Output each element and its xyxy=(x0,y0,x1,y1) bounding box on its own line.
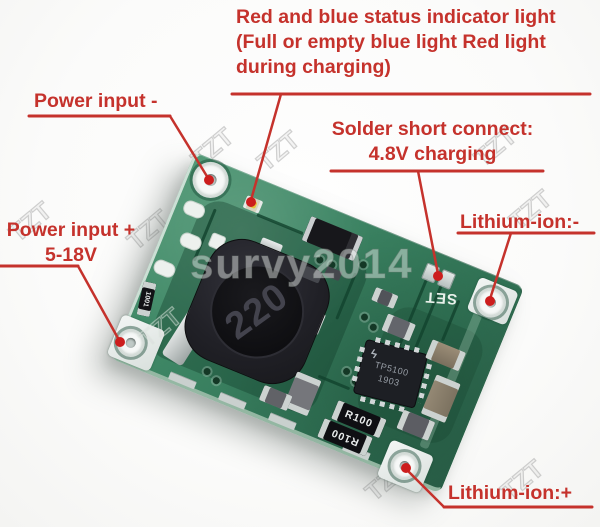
power-input-plus-note-line1: Power input + xyxy=(6,219,136,241)
capacitor xyxy=(371,286,399,309)
indicator-light-note-line2: (Full or empty blue light Red light xyxy=(236,31,546,53)
via xyxy=(368,322,378,332)
edge-solder-tab xyxy=(167,371,197,390)
power-plus-leader xyxy=(0,264,121,342)
resistor-1001-label: 1001 xyxy=(141,290,152,308)
via xyxy=(342,366,352,376)
power-input-plus-note-line2: 5-18V xyxy=(44,244,98,266)
edge-solder-tab xyxy=(267,412,297,431)
indicator-light-note-line1: Red and blue status indicator light xyxy=(236,6,556,28)
power-input-plus-note: Power input + 5-18V xyxy=(0,218,142,268)
via xyxy=(359,312,370,322)
pcb-board: SET 220 ϟ TP5100 1903 R100 R100 1001 xyxy=(106,152,525,494)
indicator-light-note-line3: during charging) xyxy=(236,56,391,78)
solder-short-note-line1: Solder short connect: xyxy=(331,118,534,140)
indicator-light-note: Red and blue status indicator light (Ful… xyxy=(236,5,556,80)
chip-tp5100: ϟ TP5100 1903 xyxy=(350,337,432,413)
lithium-plus-note: Lithium-ion:+ xyxy=(448,482,573,504)
power-input-minus-note: Power input - xyxy=(34,90,158,112)
set-silkscreen-label: SET xyxy=(424,288,458,308)
power-minus-leader xyxy=(27,114,210,180)
resistor-1001: 1001 xyxy=(136,281,157,318)
solder-short-note: Solder short connect: 4.8V charging xyxy=(320,117,545,167)
solder-short-note-line2: 4.8V charging xyxy=(368,143,497,165)
lithium-minus-note: Lithium-ion:- xyxy=(460,211,580,233)
inductor-marking: 220 xyxy=(217,274,297,348)
brand-watermark: TZT xyxy=(251,125,306,177)
edge-solder-tab xyxy=(217,391,247,410)
